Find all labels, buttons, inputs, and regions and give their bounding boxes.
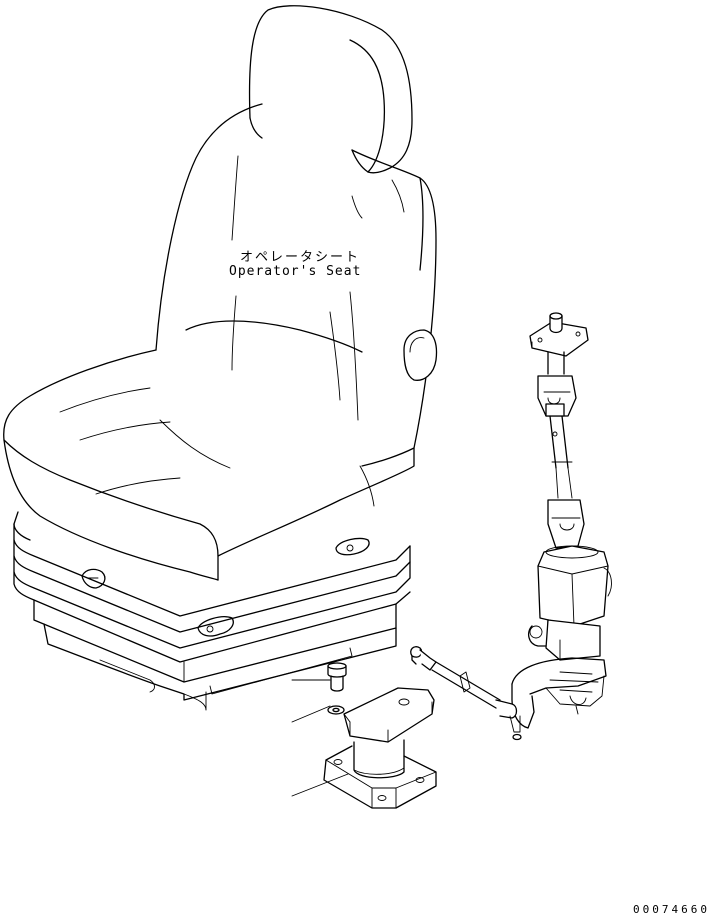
linkage-rod xyxy=(410,646,522,741)
bolt xyxy=(327,662,347,692)
seat-label-japanese: オペレータシート xyxy=(240,250,361,265)
seat-backrest xyxy=(155,103,437,467)
leader-line-bracket xyxy=(291,773,349,797)
column-top-plate xyxy=(529,312,589,357)
seat-cushion xyxy=(3,349,415,581)
seat-suspension xyxy=(13,511,411,711)
column-gearbox xyxy=(537,545,612,627)
seat-label-english: Operator's Seat xyxy=(229,264,362,279)
pedestal-bracket xyxy=(323,687,437,809)
operator-seat xyxy=(3,5,438,711)
drawing-number: 00074660 xyxy=(633,903,710,916)
lower-universal-joint xyxy=(547,499,585,549)
mounting-parts xyxy=(291,662,437,809)
seat-adjust-knob xyxy=(403,329,438,381)
washer xyxy=(327,705,345,715)
leader-line-washer xyxy=(291,705,331,723)
column-lower-bracket xyxy=(511,619,607,729)
steering-column xyxy=(410,312,612,741)
upper-universal-joint xyxy=(537,375,577,417)
seat-headrest xyxy=(248,5,413,174)
